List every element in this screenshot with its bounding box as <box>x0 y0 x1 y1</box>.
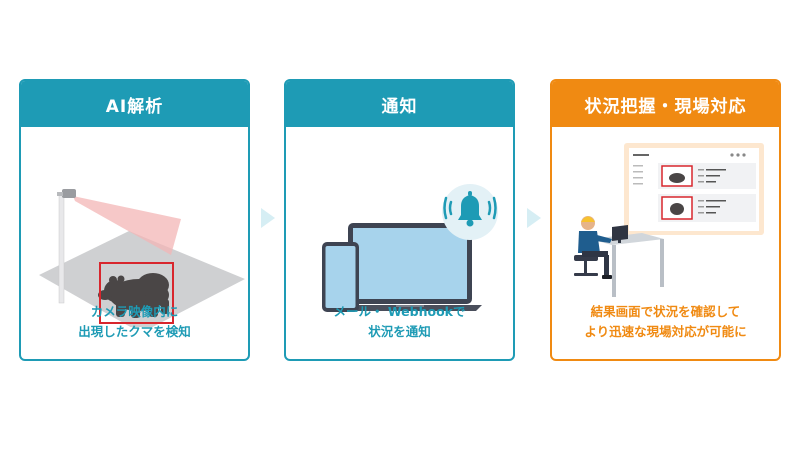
bell-icon <box>458 191 482 227</box>
bear-icon <box>670 203 684 215</box>
phone-icon <box>322 242 359 312</box>
step-description: カメラ映像内に 出現したクマを検知 <box>21 302 248 342</box>
step-header: 通知 <box>286 81 513 127</box>
desk <box>590 233 664 297</box>
step-card-notification: 通知 メール・ Webhookで 状況を通知 <box>284 79 515 361</box>
camera-detecting-bear-illustration <box>39 189 245 327</box>
step-description: 結果画面で状況を確認して より迅速な現場対応が可能に <box>552 302 779 342</box>
camera-icon <box>57 189 76 198</box>
flow-arrow-icon <box>527 208 541 228</box>
laptop-icon <box>338 223 482 311</box>
office-chair <box>574 255 598 276</box>
camera-beam <box>73 196 181 255</box>
step-title: AI解析 <box>105 96 164 117</box>
results-screen <box>624 143 764 235</box>
operator-person <box>578 216 612 279</box>
bell-ring-lines <box>443 196 497 220</box>
monitor-icon <box>612 225 628 243</box>
step-title: 状況把握・現場対応 <box>584 96 747 117</box>
camera-pole <box>58 194 65 304</box>
bear-icon <box>98 273 169 318</box>
step-title: 通知 <box>381 96 418 117</box>
description-line-2: 状況を通知 <box>368 324 431 339</box>
bear-icon <box>669 173 685 183</box>
step-header: AI解析 <box>21 81 248 127</box>
laptop-phone-bell-illustration <box>322 184 498 312</box>
description-line-2: より迅速な現場対応が可能に <box>584 324 747 339</box>
step-header: 状況把握・現場対応 <box>552 81 779 127</box>
detection-box <box>99 262 174 324</box>
description-line-1: メール・ Webhookで <box>333 304 466 319</box>
step-description: メール・ Webhookで 状況を通知 <box>286 302 513 342</box>
description-line-2: 出現したクマを検知 <box>78 324 191 339</box>
step-card-response: 状況把握・現場対応 <box>550 79 781 361</box>
description-line-1: 結果画面で状況を確認して <box>590 304 741 319</box>
step-card-ai-analysis: AI解析 カメラ映像内に 出現したクマを検知 <box>19 79 250 361</box>
description-line-1: カメラ映像内に <box>90 304 179 319</box>
flow-arrow-icon <box>261 208 275 228</box>
operator-monitoring-results-illustration <box>574 143 764 297</box>
